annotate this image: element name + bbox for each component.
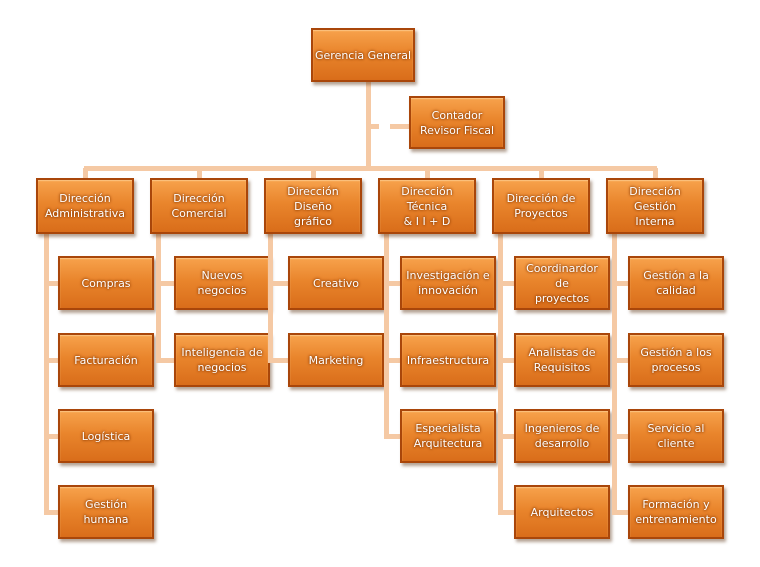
connector <box>425 168 430 180</box>
connector <box>498 281 514 286</box>
direccion-proyectos-box: Dirección de Proyectos <box>492 178 590 234</box>
connector <box>44 434 58 439</box>
connector <box>268 358 288 363</box>
contador-revisor-box: Contador Revisor Fiscal <box>409 96 505 149</box>
connector <box>156 281 174 286</box>
unit-box: Inteligencia de negocios <box>174 333 270 387</box>
connector <box>612 281 628 286</box>
unit-box: Arquitectos <box>514 485 610 539</box>
connector <box>612 232 617 514</box>
connector <box>371 124 379 129</box>
connector <box>44 358 58 363</box>
connector <box>44 232 49 514</box>
unit-box: Nuevos negocios <box>174 256 270 310</box>
unit-box: Formación y entrenamiento <box>628 485 724 539</box>
connector <box>268 281 288 286</box>
direccion-gestion-interna-box: Dirección Gestión Interna <box>606 178 704 234</box>
connector <box>498 510 514 515</box>
connector <box>539 168 544 180</box>
connector <box>44 510 58 515</box>
connector <box>366 80 371 168</box>
connector <box>156 358 174 363</box>
gerencia-general-box: Gerencia General <box>311 28 415 82</box>
unit-box: Analistas de Requisitos <box>514 333 610 387</box>
unit-box: Facturación <box>58 333 154 387</box>
unit-box: Servicio al cliente <box>628 409 724 463</box>
connector <box>83 168 88 180</box>
connector <box>384 232 389 438</box>
unit-box: Gestión a los procesos <box>628 333 724 387</box>
connector <box>268 232 273 362</box>
direccion-administrativa-box: Dirección Administrativa <box>36 178 134 234</box>
unit-box: Infraestructura <box>400 333 496 387</box>
connector <box>84 166 657 171</box>
unit-box: Marketing <box>288 333 384 387</box>
connector <box>498 232 503 514</box>
unit-box: Investigación e innovación <box>400 256 496 310</box>
unit-box: Gestión humana <box>58 485 154 539</box>
connector <box>384 434 400 439</box>
unit-box: Gestión a la calidad <box>628 256 724 310</box>
direccion-diseno-box: Dirección Diseño gráfico <box>264 178 362 234</box>
connector <box>390 124 410 129</box>
connector <box>612 434 628 439</box>
unit-box: Ingenieros de desarrollo <box>514 409 610 463</box>
connector <box>612 510 628 515</box>
connector <box>653 168 658 180</box>
unit-box: Compras <box>58 256 154 310</box>
connector <box>498 358 514 363</box>
connector <box>612 358 628 363</box>
unit-box: Logística <box>58 409 154 463</box>
connector <box>44 281 58 286</box>
connector <box>156 232 161 362</box>
unit-box: Especialista Arquitectura <box>400 409 496 463</box>
connector <box>311 168 316 180</box>
direccion-comercial-box: Dirección Comercial <box>150 178 248 234</box>
direccion-tecnica-box: Dirección Técnica & I I + D <box>378 178 476 234</box>
connector <box>498 434 514 439</box>
connector <box>197 168 202 180</box>
connector <box>384 281 400 286</box>
unit-box: Coordinardor de proyectos <box>514 256 610 310</box>
connector <box>384 358 400 363</box>
unit-box: Creativo <box>288 256 384 310</box>
